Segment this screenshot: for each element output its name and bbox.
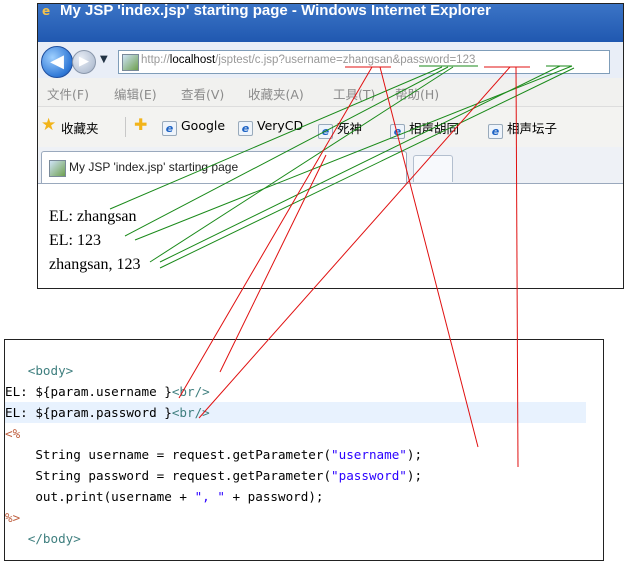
window-titlebar: e My JSP 'index.jsp' starting page - Win…: [38, 4, 623, 42]
code-panel: <body> EL: ${param.username }<br/> EL: $…: [4, 339, 604, 561]
history-dropdown-icon[interactable]: ▼: [100, 54, 108, 65]
output-el-username: EL: zhangsan: [49, 208, 137, 225]
url-text: http://localhost/jsptest/c.jsp?username=…: [141, 54, 476, 66]
tab-bar: My JSP 'index.jsp' starting page: [38, 147, 623, 184]
ie-page-icon: e: [488, 124, 503, 139]
navigation-bar: ◀ ▶ ▼ http://localhost/jsptest/c.jsp?use…: [38, 42, 623, 78]
menu-view[interactable]: 查看(V): [181, 87, 225, 102]
output-scriptlet: zhangsan, 123: [49, 256, 141, 273]
output-el-password: EL: 123: [49, 232, 101, 249]
code-line-body-close: </body>: [27, 531, 81, 546]
menu-help[interactable]: 帮助(H): [395, 87, 440, 102]
new-tab-button[interactable]: [413, 155, 453, 182]
tab-active-page[interactable]: My JSP 'index.jsp' starting page: [41, 151, 407, 183]
code-line-scriptlet-close: %>: [5, 510, 21, 525]
code-line-print: out.print(username + ", " + password);: [35, 489, 324, 504]
ie-page-icon: e: [238, 121, 253, 136]
code-line-el-username: EL: ${param.username }<br/>: [5, 384, 210, 399]
forward-button[interactable]: ▶: [72, 50, 96, 74]
code-line-get-password: String password = request.getParameter("…: [35, 468, 423, 483]
page-content: EL: zhangsan EL: 123 zhangsan, 123: [38, 184, 623, 288]
back-button[interactable]: ◀: [41, 46, 73, 78]
menu-bar: 文件(F) 编辑(E) 查看(V) 收藏夹(A) 工具(T) 帮助(H): [38, 78, 623, 107]
menu-file[interactable]: 文件(F): [47, 87, 89, 102]
ie-page-icon: e: [162, 121, 177, 136]
code-line-body-open: <body>: [27, 363, 74, 378]
address-bar[interactable]: http://localhost/jsptest/c.jsp?username=…: [118, 50, 610, 74]
tab-label: My JSP 'index.jsp' starting page: [69, 160, 239, 174]
add-favorite-icon[interactable]: ✚: [134, 115, 148, 134]
page-icon: [122, 54, 139, 71]
page-icon: [49, 160, 66, 177]
window-title: My JSP 'index.jsp' starting page - Windo…: [60, 3, 491, 19]
ie-page-icon: e: [390, 124, 405, 139]
menu-edit[interactable]: 编辑(E): [114, 87, 157, 102]
menu-favorites[interactable]: 收藏夹(A): [248, 87, 304, 102]
favorites-separator: [125, 117, 126, 137]
ie-logo-icon: e: [42, 4, 51, 18]
code-line-get-username: String username = request.getParameter("…: [35, 447, 423, 462]
code-line-el-password: EL: ${param.password }<br/>: [5, 402, 586, 423]
code-line-scriptlet-open: <%: [5, 426, 21, 441]
menu-tools[interactable]: 工具(T): [333, 87, 376, 102]
ie-page-icon: e: [318, 124, 333, 139]
favorites-button[interactable]: 收藏夹: [61, 121, 99, 136]
browser-window: e My JSP 'index.jsp' starting page - Win…: [37, 3, 624, 289]
favorites-star-icon[interactable]: ★: [41, 115, 57, 135]
